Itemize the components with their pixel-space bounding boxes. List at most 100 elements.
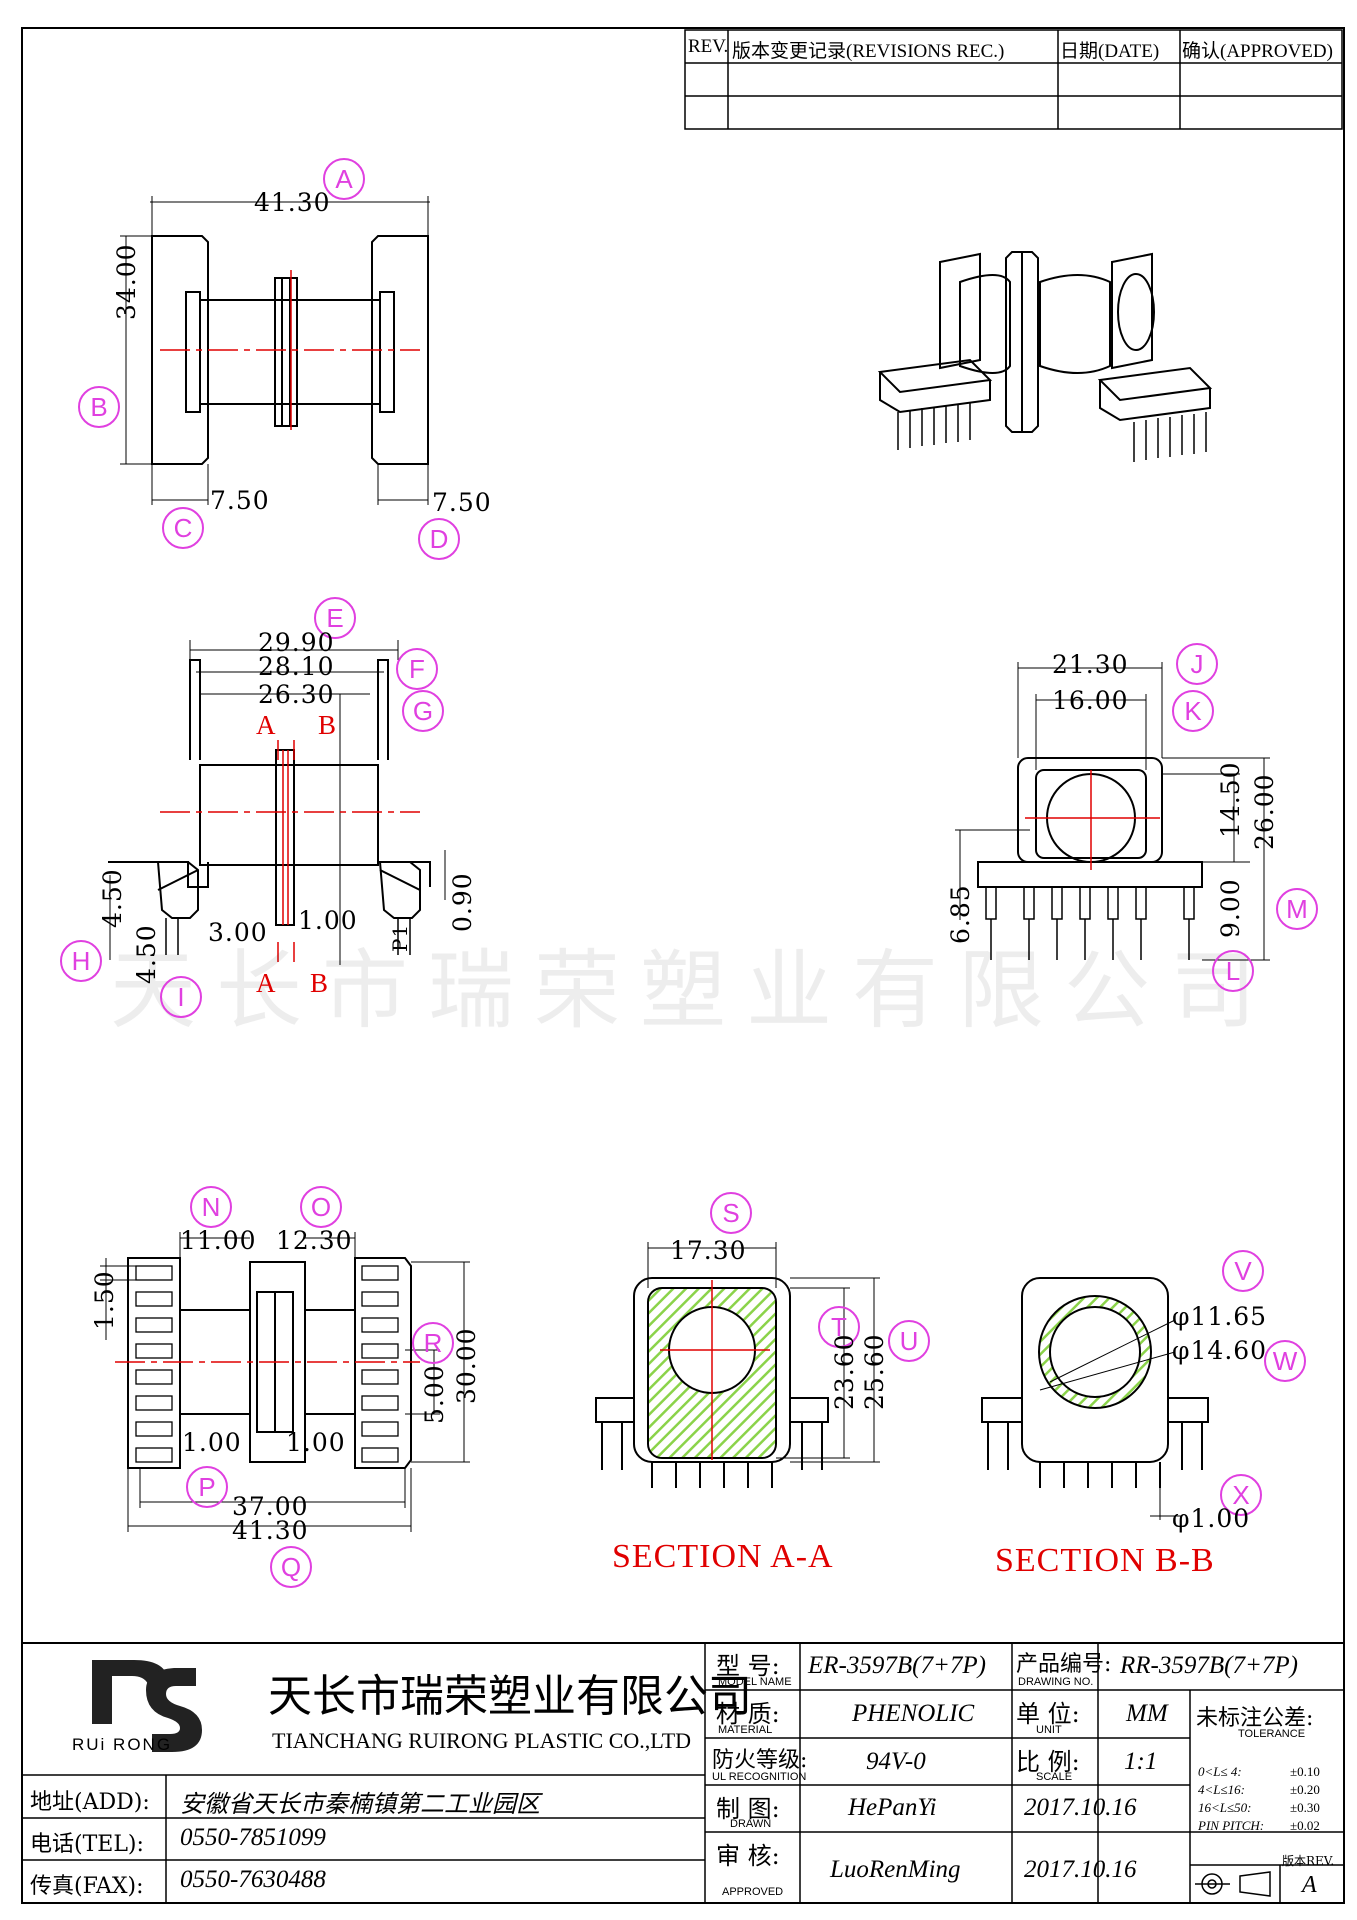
callout-f: F (396, 648, 438, 690)
unit-label-en: UNIT (1036, 1724, 1062, 1736)
tolerance-range-3: 16<L≤50: (1198, 1800, 1252, 1815)
unit-label-cn: 单 位: (1016, 1700, 1080, 1728)
dim-n: 11.00 (180, 1226, 257, 1255)
revision-table (684, 29, 1343, 130)
dim-gap: 3.00 (208, 918, 268, 947)
dim-e: 29.90 (258, 628, 335, 657)
dim-w: φ14.60 (1172, 1336, 1268, 1365)
callout-p: P (186, 1466, 228, 1508)
dim-left-flange: 7.50 (210, 486, 270, 515)
tolerance-range-4: PIN PITCH: (1198, 1818, 1265, 1833)
scale-label-cn: 比 例: (1016, 1748, 1080, 1776)
callout-s: S (710, 1192, 752, 1234)
callout-l: L (1212, 950, 1254, 992)
callout-n: N (190, 1186, 232, 1228)
dim-g: 26.30 (258, 680, 335, 709)
dim-o: 12.30 (276, 1226, 353, 1255)
tolerance-title-cn: 未标注公差: (1196, 1706, 1314, 1731)
callout-a: A (323, 158, 365, 200)
callout-c: C (162, 507, 204, 549)
material-value: PHENOLIC (852, 1700, 975, 1727)
callout-r: R (412, 1322, 454, 1364)
fax-label: 传真(FAX): (30, 1874, 144, 1899)
dim-top-height: 34.00 (112, 243, 141, 320)
fax-value: 0550-7630488 (180, 1866, 326, 1893)
approved-label-cn: 审 核: (716, 1842, 780, 1870)
dim-p1: 1.00 (182, 1428, 242, 1457)
company-name-en: TIANCHANG RUIRONG PLASTIC CO.,LTD (272, 1728, 692, 1753)
callout-i: I (160, 976, 202, 1018)
dim-pin: 0.90 (448, 872, 477, 932)
drawn-by-value: HePanYi (848, 1794, 937, 1821)
dim-f: 28.10 (258, 652, 335, 681)
callout-d: D (418, 518, 460, 560)
ul-label-en: UL RECOGNITION (712, 1771, 807, 1783)
company-logo-mark (92, 1660, 202, 1752)
dim-m: 26.00 (1250, 773, 1279, 850)
dim-q2: 41.30 (232, 1516, 309, 1545)
date-header: 日期(DATE) (1060, 41, 1160, 62)
watermark: 天长市瑞荣塑业有限公司 (110, 941, 1276, 1041)
dim-i: 4.50 (132, 924, 161, 984)
callout-q: Q (270, 1546, 312, 1588)
version-label: 版本REV. (1282, 1854, 1335, 1868)
dim-q1: 37.00 (232, 1492, 309, 1521)
drawn-label-cn: 制 图: (716, 1795, 780, 1823)
callout-w: W (1264, 1340, 1306, 1382)
approved-header: 确认(APPROVED) (1182, 41, 1333, 62)
callout-x: X (1220, 1474, 1262, 1516)
front-view (108, 640, 446, 965)
tolerance-range-1: 0<L≤ 4: (1198, 1764, 1242, 1779)
callout-h: H (60, 940, 102, 982)
model-value: ER-3597B(7+7P) (808, 1652, 986, 1679)
cut-label-b-bottom: B (310, 968, 329, 998)
dim-u: 25.60 (860, 1333, 889, 1410)
callout-u: U (888, 1320, 930, 1362)
material-label-cn: 材 质: (716, 1700, 780, 1728)
tolerance-range-2: 4<L≤16: (1198, 1782, 1245, 1797)
approved-by-value: LuoRenMing (830, 1856, 961, 1883)
ul-label-cn: 防火等级: (712, 1748, 808, 1773)
callout-k: K (1172, 690, 1214, 732)
dim-right-flange: 7.50 (432, 488, 492, 517)
rev-header: REV. (688, 36, 729, 57)
dim-r2: 30.00 (452, 1327, 481, 1404)
company-name-cn: 天长市瑞荣塑业有限公司 (268, 1671, 752, 1722)
section-b-title: SECTION B-B (995, 1542, 1215, 1579)
section-cut-lines (277, 740, 295, 962)
tolerance-value-1: ±0.10 (1290, 1764, 1320, 1779)
dim-l: 9.00 (1216, 878, 1245, 938)
address-label: 地址(ADD): (30, 1790, 150, 1815)
callout-e: E (314, 597, 356, 639)
scale-label-en: SCALE (1036, 1771, 1073, 1783)
tolerance-value-4: ±0.02 (1290, 1818, 1320, 1833)
material-label-en: MATERIAL (718, 1724, 773, 1736)
section-a-title: SECTION A-A (612, 1538, 834, 1575)
address-value: 安徽省天长市秦楠镇第二工业园区 (180, 1790, 540, 1818)
cut-label-a-bottom: A (256, 968, 276, 998)
model-label-en: MODEL NAME (718, 1676, 792, 1688)
dim-j: 21.30 (1052, 650, 1129, 679)
tolerance-title-en: TOLERANCE (1238, 1728, 1306, 1740)
dim-top-width: 41.30 (254, 188, 331, 217)
cut-label-b-top: B (318, 710, 337, 740)
tel-label: 电话(TEL): (30, 1832, 144, 1857)
drawing-label-cn: 产品编号: (1016, 1652, 1112, 1677)
cut-label-a-top: A (256, 710, 276, 740)
callout-j: J (1176, 643, 1218, 685)
pin-1-label: P1 (388, 923, 412, 952)
dim-pitch: 1.50 (90, 1270, 119, 1330)
drawing-label-en: DRAWING NO. (1018, 1676, 1094, 1688)
version-value: A (1302, 1872, 1317, 1898)
dim-v: φ11.65 (1172, 1302, 1268, 1331)
dim-h2: 6.85 (946, 884, 975, 944)
dim-r: 5.00 (420, 1364, 449, 1424)
dim-p2: 1.00 (286, 1428, 346, 1457)
scale-value: 1:1 (1124, 1748, 1158, 1775)
dim-x: φ1.00 (1172, 1504, 1251, 1533)
bottom-view (100, 1232, 470, 1532)
logo-text: RUi RONG (72, 1735, 173, 1754)
callout-g: G (402, 690, 444, 732)
